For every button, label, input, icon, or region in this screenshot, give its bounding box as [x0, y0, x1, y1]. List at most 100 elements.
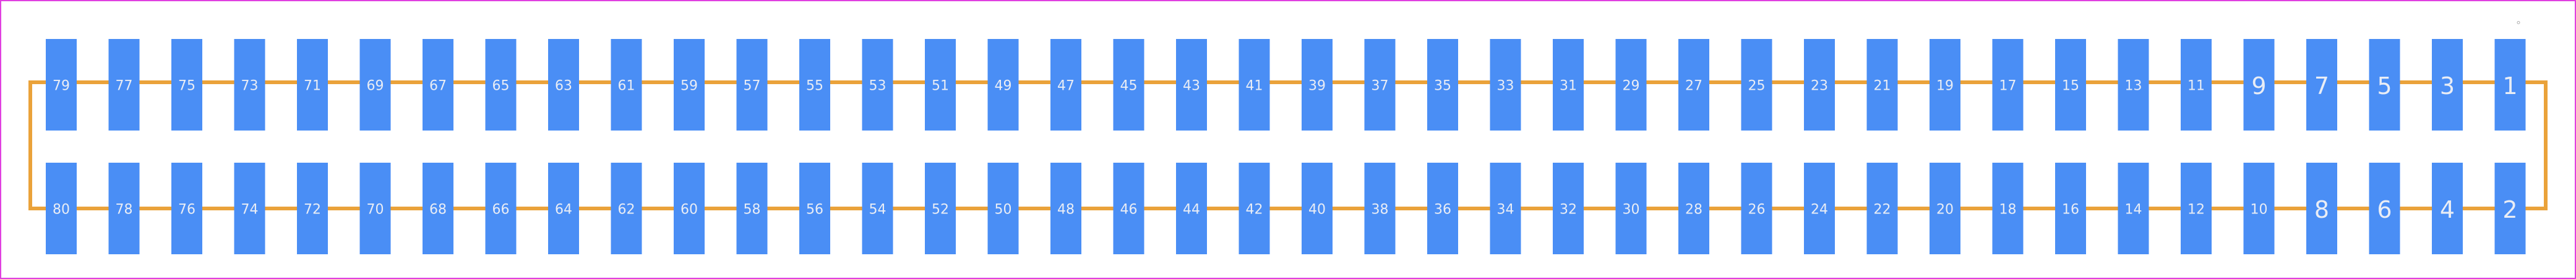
- bottom-row-pad-label-16: 16: [2062, 202, 2079, 218]
- top-row-pad-49: [987, 39, 1019, 131]
- top-row-pad-1: [2494, 39, 2526, 131]
- bottom-row-pad-20: [1930, 163, 1960, 254]
- bottom-row-pad-46: [1113, 163, 1144, 254]
- bottom-row-pad-4: [2432, 163, 2463, 254]
- bottom-row-pad-60: [674, 163, 705, 254]
- top-row-pad-label-5: 5: [2377, 72, 2392, 100]
- top-row-pad-57: [736, 39, 768, 131]
- bottom-row-pad-label-42: 42: [1246, 202, 1263, 218]
- top-row-pad-17: [1992, 39, 2024, 131]
- bottom-row-pad-62: [611, 163, 642, 254]
- bottom-row-pad-80: [46, 163, 77, 254]
- bottom-row-pad-36: [1427, 163, 1458, 254]
- bottom-row-pad-72: [297, 163, 328, 254]
- top-row-pad-label-37: 37: [1372, 79, 1389, 94]
- top-row-pad-label-75: 75: [178, 79, 195, 94]
- top-row-pad-label-31: 31: [1560, 79, 1577, 94]
- bottom-row-pad-label-32: 32: [1560, 202, 1577, 218]
- top-row-pad-5: [2369, 39, 2400, 131]
- bottom-row-pad-16: [2055, 163, 2086, 254]
- top-row-pad-label-7: 7: [2314, 72, 2329, 100]
- top-row-pad-label-47: 47: [1057, 79, 1075, 94]
- bottom-row-pad-label-4: 4: [2440, 196, 2455, 223]
- bottom-row-pad-label-6: 6: [2377, 196, 2392, 223]
- top-row-pad-19: [1930, 39, 1960, 131]
- bottom-row-pad-58: [736, 163, 768, 254]
- bottom-row-pad-label-60: 60: [680, 202, 698, 218]
- bottom-row-pad-10: [2243, 163, 2275, 254]
- top-row-pad-label-23: 23: [1811, 79, 1828, 94]
- bottom-row-pad-22: [1866, 163, 1898, 254]
- bottom-row-pad-26: [1741, 163, 1772, 254]
- top-row-pad-label-39: 39: [1308, 79, 1326, 94]
- bottom-row-pad-18: [1992, 163, 2024, 254]
- top-row-pad-label-65: 65: [492, 79, 510, 94]
- top-row-pad-label-45: 45: [1120, 79, 1138, 94]
- bottom-row-pad-label-2: 2: [2502, 196, 2517, 223]
- bottom-row-pad-6: [2369, 163, 2400, 254]
- bottom-row-pad-76: [171, 163, 202, 254]
- bottom-row-pad-label-44: 44: [1183, 202, 1200, 218]
- top-row-pad-35: [1427, 39, 1458, 131]
- top-row-pad-label-19: 19: [1936, 79, 1954, 94]
- bottom-row-pad-50: [987, 163, 1019, 254]
- bottom-row-pad-label-20: 20: [1936, 202, 1954, 218]
- top-row-pad-77: [108, 39, 140, 131]
- bottom-row-pad-74: [234, 163, 265, 254]
- top-row-pad-label-43: 43: [1183, 79, 1200, 94]
- bottom-row-pad-70: [359, 163, 391, 254]
- bottom-row-pad-label-52: 52: [932, 202, 949, 218]
- bottom-row-pad-label-22: 22: [1874, 202, 1891, 218]
- bottom-row-pad-label-76: 76: [178, 202, 195, 218]
- top-row-pad-79: [46, 39, 77, 131]
- bottom-row-pad-78: [108, 163, 140, 254]
- top-row-pad-label-49: 49: [995, 79, 1012, 94]
- bottom-row-pad-label-68: 68: [429, 202, 447, 218]
- bottom-row-pad-label-40: 40: [1308, 202, 1326, 218]
- bottom-row-pad-48: [1050, 163, 1081, 254]
- bottom-row-pad-64: [548, 163, 579, 254]
- bottom-row-pad-label-30: 30: [1623, 202, 1640, 218]
- top-row-pad-label-79: 79: [53, 79, 70, 94]
- top-row-pad-29: [1615, 39, 1647, 131]
- top-row-pad-61: [611, 39, 642, 131]
- bottom-row-pad-12: [2181, 163, 2212, 254]
- top-row-pad-label-69: 69: [367, 79, 384, 94]
- top-row-pad-label-29: 29: [1623, 79, 1640, 94]
- bottom-row-pad-label-70: 70: [367, 202, 384, 218]
- bottom-row-pad-label-56: 56: [806, 202, 823, 218]
- top-row-pad-75: [171, 39, 202, 131]
- top-row-pad-67: [423, 39, 453, 131]
- bottom-row-pad-label-48: 48: [1057, 202, 1075, 218]
- top-row-pad-13: [2118, 39, 2149, 131]
- top-row-pad-37: [1364, 39, 1396, 131]
- top-row-pad-25: [1741, 39, 1772, 131]
- top-row-pad-63: [548, 39, 579, 131]
- bottom-row-pad-label-38: 38: [1372, 202, 1389, 218]
- top-row-pad-label-61: 61: [618, 79, 635, 94]
- top-row-pad-label-55: 55: [806, 79, 823, 94]
- bottom-row-pad-label-50: 50: [995, 202, 1012, 218]
- top-row-pad-51: [925, 39, 956, 131]
- bottom-row-pad-label-46: 46: [1120, 202, 1138, 218]
- top-row-pad-45: [1113, 39, 1144, 131]
- top-row-pad-label-35: 35: [1434, 79, 1451, 94]
- bottom-row-pad-label-8: 8: [2314, 196, 2329, 223]
- bottom-row-pad-label-34: 34: [1497, 202, 1514, 218]
- top-row-pad-27: [1678, 39, 1709, 131]
- top-row-pad-9: [2243, 39, 2275, 131]
- bottom-row-pad-38: [1364, 163, 1396, 254]
- top-row-pad-label-53: 53: [869, 79, 887, 94]
- top-row-pad-label-51: 51: [932, 79, 949, 94]
- bottom-row-pad-label-58: 58: [744, 202, 761, 218]
- connector-outline: [28, 80, 2548, 210]
- top-row-pad-21: [1866, 39, 1898, 131]
- top-row-pad-label-71: 71: [304, 79, 321, 94]
- bottom-row-pad-label-28: 28: [1685, 202, 1702, 218]
- bottom-row-pad-label-12: 12: [2187, 202, 2205, 218]
- bottom-row-pad-42: [1239, 163, 1270, 254]
- bottom-row-pad-34: [1490, 163, 1521, 254]
- bottom-row-pad-label-18: 18: [1999, 202, 2017, 218]
- top-row-pad-3: [2432, 39, 2463, 131]
